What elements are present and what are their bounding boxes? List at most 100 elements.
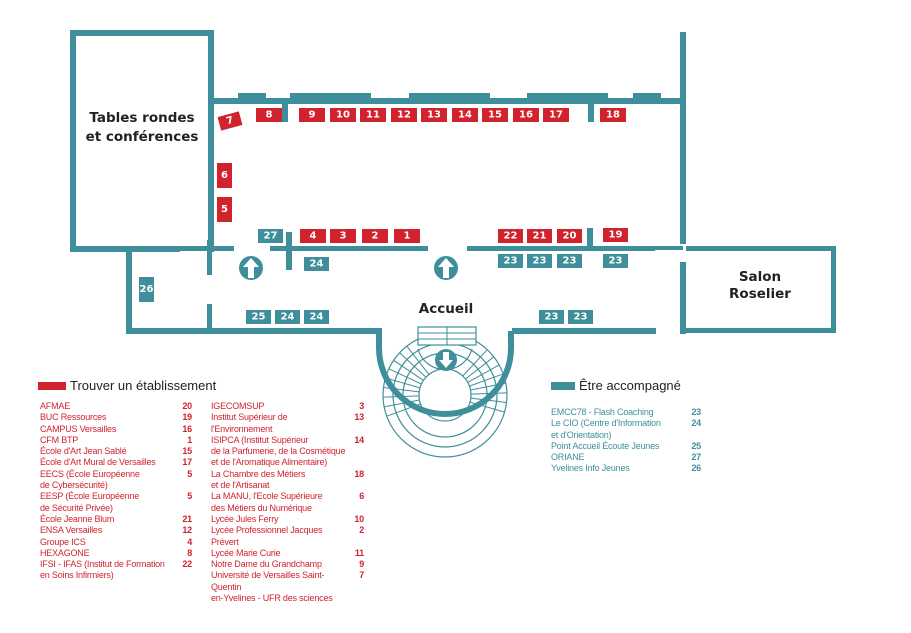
stair-step — [470, 392, 507, 395]
booth-27[interactable]: 27 — [258, 229, 283, 243]
booth-number: 6 — [221, 170, 228, 181]
room-tables-rondes[interactable]: Tables rondes et conférences — [70, 30, 214, 252]
legend-item-number: 12 — [182, 525, 192, 536]
legend-item[interactable]: de la Parfumerie, de la Cosmétique — [211, 446, 364, 457]
booth-25[interactable]: 25 — [246, 310, 271, 324]
booth-13[interactable]: 13 — [421, 108, 447, 122]
booth-19[interactable]: 19 — [603, 228, 628, 242]
room-label-salon-2: Roselier — [729, 286, 791, 302]
booth-number: 2 — [372, 231, 379, 242]
booth-24[interactable]: 24 — [275, 310, 300, 324]
booth-10[interactable]: 10 — [330, 108, 356, 122]
booth-3[interactable]: 3 — [330, 229, 356, 243]
booth-number: 24 — [310, 312, 324, 323]
legend-item-number: 21 — [182, 513, 192, 524]
booth-20[interactable]: 20 — [557, 229, 582, 243]
booth-23[interactable]: 23 — [539, 310, 564, 324]
booth-24[interactable]: 24 — [304, 257, 329, 271]
booth-8[interactable]: 8 — [256, 108, 282, 122]
booth-22[interactable]: 22 — [498, 229, 523, 243]
legend-item-number: 16 — [182, 423, 192, 434]
booth-15[interactable]: 15 — [482, 108, 508, 122]
legend-item[interactable]: et d'Orientation) — [551, 430, 701, 441]
legend-item-name: CAMPUS Versailles — [40, 423, 117, 434]
legend-item[interactable]: et de l'Artisanat — [211, 480, 364, 491]
legend-item[interactable]: de Cybersécurité) — [40, 480, 192, 491]
booth-7[interactable]: 7 — [217, 111, 243, 131]
booth-12[interactable]: 12 — [391, 108, 417, 122]
booth-17[interactable]: 17 — [543, 108, 569, 122]
legend-item-number — [346, 593, 364, 604]
stair-step — [469, 373, 504, 387]
legend-item-number: 25 — [691, 440, 701, 451]
booth-18[interactable]: 18 — [600, 108, 626, 122]
booth-9[interactable]: 9 — [299, 108, 325, 122]
booth-23[interactable]: 23 — [527, 254, 552, 268]
legend-item[interactable]: en Soins Infirmiers) — [40, 570, 192, 581]
booth-number: 22 — [504, 231, 518, 242]
legend-item[interactable]: de Sécurité Privée) — [40, 503, 192, 514]
legend-item[interactable]: en-Yvelines - UFR des sciences — [211, 593, 364, 604]
stair-step — [470, 397, 507, 404]
booth-21[interactable]: 21 — [527, 229, 552, 243]
teal-swatch — [551, 381, 575, 390]
booth-23[interactable]: 23 — [603, 254, 628, 268]
booth-5[interactable]: 5 — [217, 197, 232, 222]
booth-number: 4 — [310, 231, 317, 242]
room-label-tables-rondes-1: Tables rondes — [89, 110, 194, 126]
legend-item-number — [174, 480, 192, 491]
legend-item[interactable]: et de l'Aromatique Alimentaire) — [211, 457, 364, 468]
booth-1[interactable]: 1 — [394, 229, 420, 243]
legend-item-name: Lycée Jules Ferry — [211, 513, 279, 524]
booth-11[interactable]: 11 — [360, 108, 386, 122]
booth-2[interactable]: 2 — [362, 229, 388, 243]
booth-16[interactable]: 16 — [513, 108, 539, 122]
booth-23[interactable]: 23 — [498, 254, 523, 268]
booth-number: 10 — [336, 110, 350, 121]
booth-14[interactable]: 14 — [452, 108, 478, 122]
legend-item-name: Lycée Professionnel Jacques Prévert — [211, 525, 323, 547]
stair-step — [467, 364, 500, 383]
booth-4[interactable]: 4 — [300, 229, 326, 243]
legend-item[interactable]: CAMPUS Versailles 16 — [40, 424, 192, 435]
booth-24[interactable]: 24 — [304, 310, 329, 324]
booth-26[interactable]: 26 — [139, 277, 154, 302]
room-label-salon-1: Salon — [739, 269, 781, 285]
booth-23[interactable]: 23 — [568, 310, 593, 324]
stair-step — [385, 377, 421, 389]
booth-23[interactable]: 23 — [557, 254, 582, 268]
legend-item[interactable]: des Métiers du Numérique — [211, 503, 364, 514]
booth-number: 27 — [264, 231, 278, 242]
legend-item-name: AFMAE — [40, 401, 71, 411]
booth-6[interactable]: 6 — [217, 163, 232, 188]
legend-item-number — [346, 503, 364, 514]
